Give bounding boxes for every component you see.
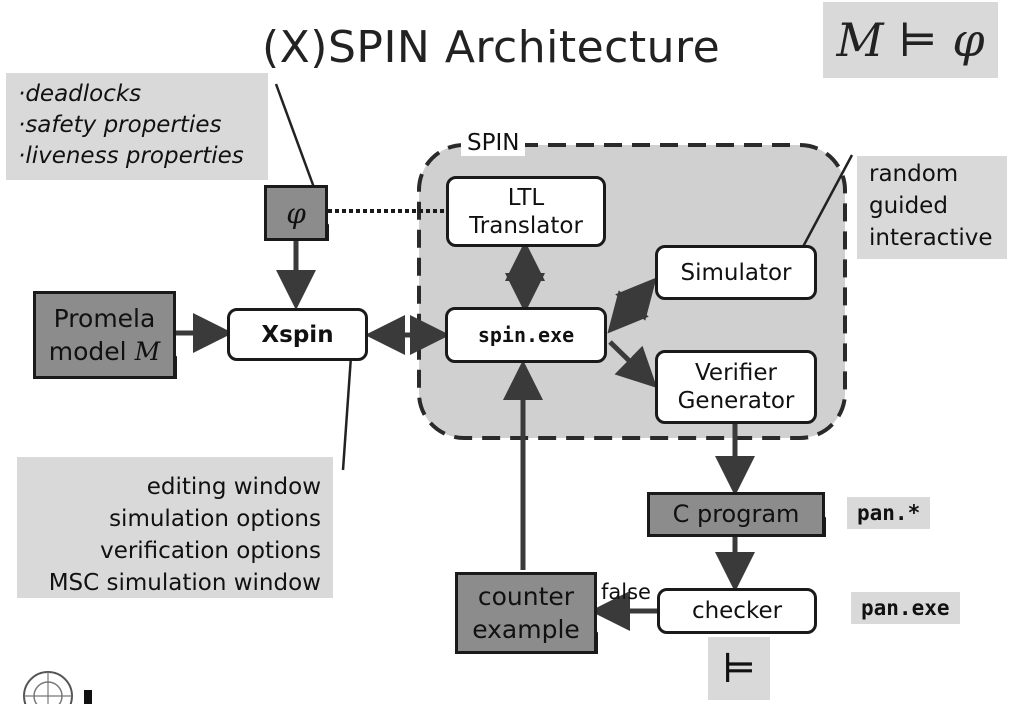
page-title: (X)SPIN Architecture [262,22,721,73]
property-item: ·safety properties [18,112,222,138]
checker-node: checker [657,588,817,634]
models-symbol: ⊨ [708,637,770,700]
property-formula-doc: φ [264,185,328,241]
modes-pointer [795,154,854,259]
verifier-generator-node: Verifier Generator [655,350,817,424]
simulation-modes-note: random guided interactive [857,156,1007,259]
simulator-node: Simulator [655,245,817,300]
mode-item: random [869,161,959,187]
c-program-doc: C program [647,492,825,537]
spin-group-label: SPIN [461,130,526,156]
promela-model-doc: Promela model M [33,291,176,379]
feature-item: MSC simulation window [48,570,321,596]
promela-model-label: model M [48,337,161,366]
logo-icon [23,671,92,704]
xspin-features-note: editing window simulation options verifi… [17,457,333,598]
xspin-node: Xspin [227,308,368,361]
pan-exe-label: pan.exe [851,592,960,624]
properties-note: ·deadlocks ·safety properties ·liveness … [6,73,268,180]
feature-item: simulation options [109,506,321,532]
pan-source-label: pan.* [847,497,931,529]
counter-example-doc: counter example [455,572,597,654]
model-check-formula: M ⊨ φ [823,2,998,78]
spin-exe-node: spin.exe [445,307,607,363]
false-label: false [601,580,651,604]
feature-item: editing window [146,474,321,500]
properties-pointer [274,83,318,194]
mode-item: guided [869,193,948,219]
promela-label: Promela [53,304,156,333]
feature-item: verification options [100,538,321,564]
mode-item: interactive [869,225,993,251]
xspin-notes-pointer [341,341,354,471]
spin-verifier-arrow [608,340,658,388]
ltl-translator-node: LTL Translator [446,176,606,247]
property-item: ·deadlocks [18,81,142,107]
spin-simulator-arrow [607,277,657,334]
property-item: ·liveness properties [18,143,244,169]
